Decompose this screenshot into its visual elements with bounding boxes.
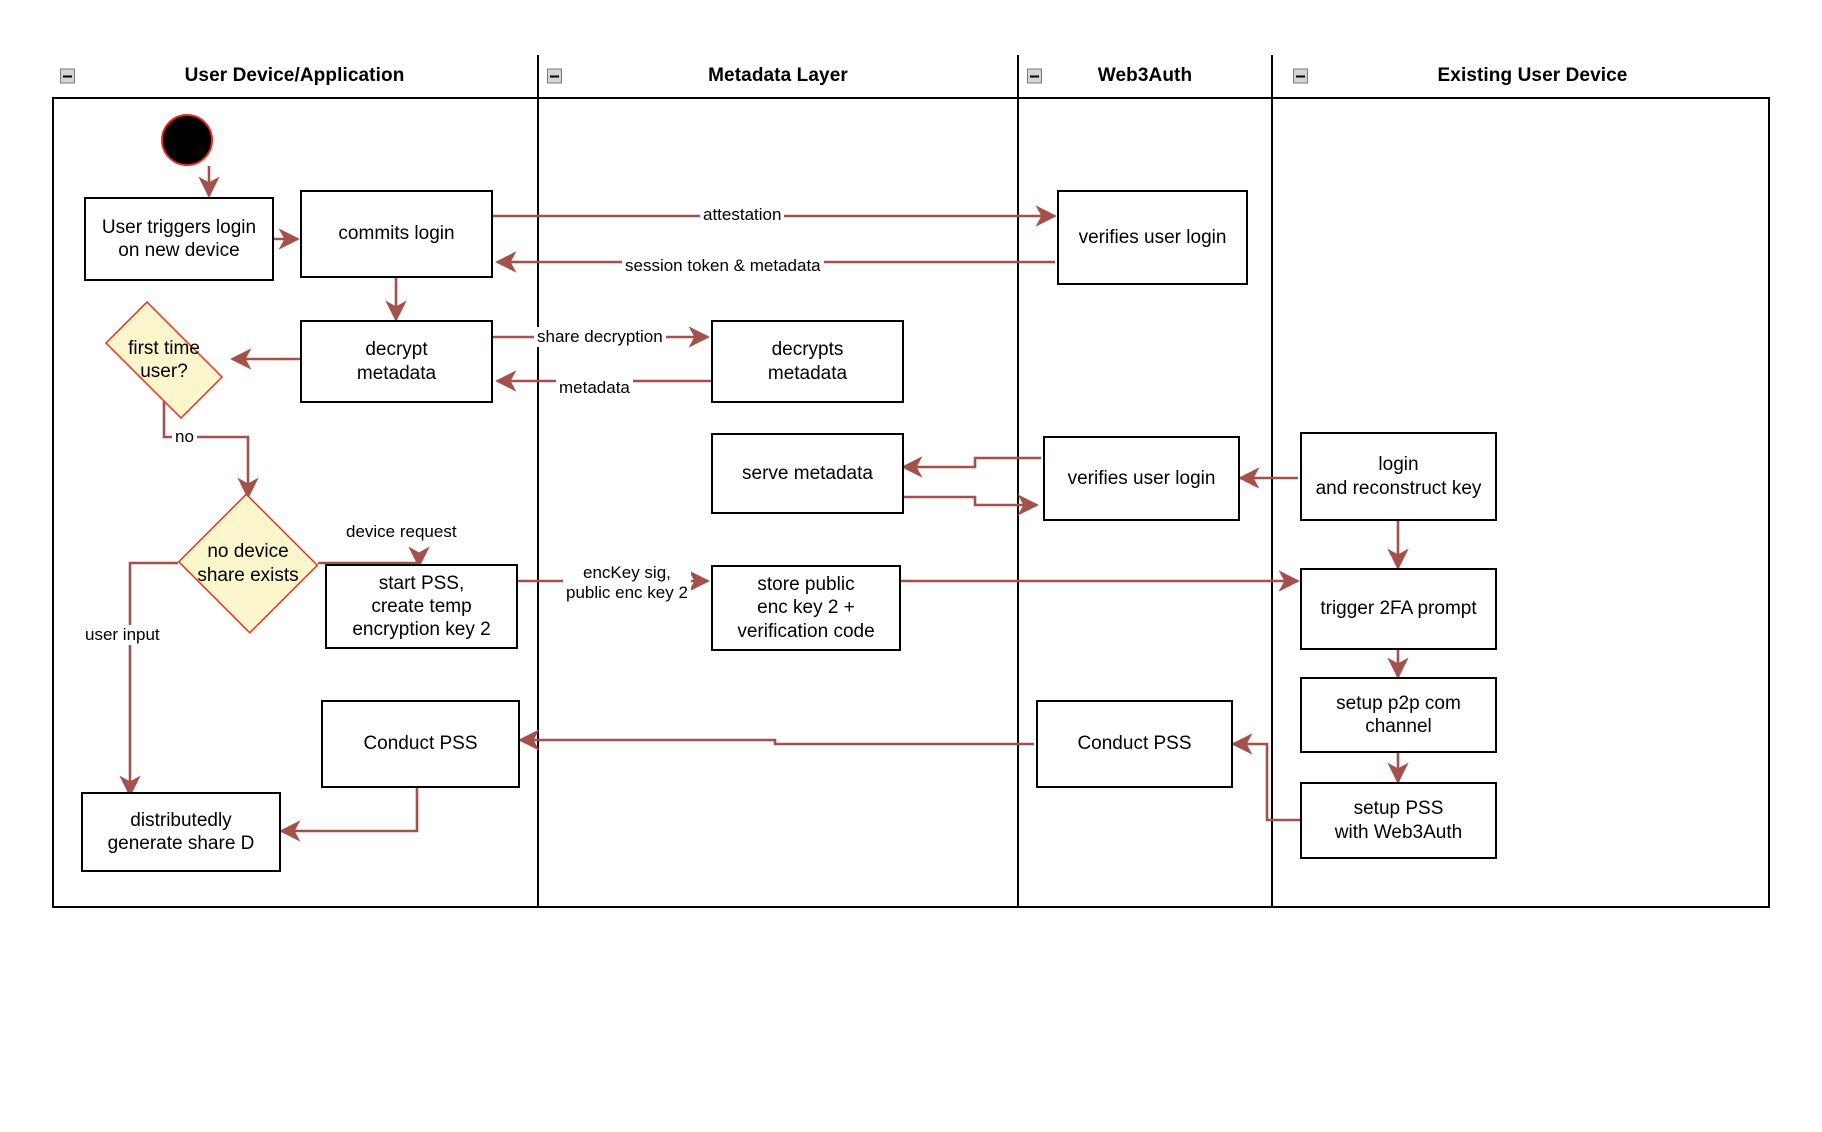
node-decrypts-metadata[interactable]: decrypts metadata	[711, 320, 904, 403]
node-no-device-share-exists[interactable]: no device share exists	[176, 493, 320, 634]
node-label: first time user?	[128, 337, 200, 382]
swimlane-user-device[interactable]: User Device/Application	[52, 55, 537, 908]
edge-label-share-decryption: share decryption	[534, 327, 666, 348]
node-verifies-user-login-1[interactable]: verifies user login	[1057, 190, 1248, 285]
node-store-public-enc-key-2[interactable]: store public enc key 2 + verification co…	[711, 565, 901, 651]
minus-box-icon[interactable]	[547, 68, 562, 84]
minus-box-icon[interactable]	[1293, 68, 1308, 84]
node-decrypt-metadata[interactable]: decrypt metadata	[300, 320, 493, 403]
node-label: decrypt metadata	[356, 339, 437, 384]
node-label: commits login	[338, 223, 455, 245]
node-label: no device share exists	[197, 541, 299, 586]
edge-label-enckey-sig: encKey sig, public enc key 2	[563, 563, 691, 604]
swimlane-header-existing-user-device: Existing User Device	[1273, 55, 1770, 99]
node-verifies-user-login-2[interactable]: verifies user login	[1043, 436, 1240, 521]
edge-label-attestation: attestation	[700, 205, 785, 226]
node-conduct-pss-web3auth[interactable]: Conduct PSS	[1036, 700, 1233, 788]
edge-label-no: no	[172, 427, 197, 448]
swimlane-title: User Device/Application	[184, 65, 405, 86]
node-label: distributedly generate share D	[107, 809, 255, 854]
node-label: login and reconstruct key	[1315, 454, 1482, 499]
node-label: serve metadata	[742, 462, 873, 484]
edge-label-user-input: user input	[82, 625, 163, 646]
node-label: trigger 2FA prompt	[1320, 598, 1477, 620]
swimlane-existing-user-device[interactable]: Existing User Device	[1271, 55, 1770, 908]
node-user-triggers-login[interactable]: User triggers login on new device	[84, 197, 274, 281]
swimlane-title: Metadata Layer	[708, 65, 848, 86]
swimlane-metadata-layer[interactable]: Metadata Layer	[537, 55, 1017, 908]
node-label: User triggers login on new device	[101, 216, 257, 261]
edge-label-session-token-metadata: session token & metadata	[622, 256, 824, 277]
node-distributedly-generate-share-d[interactable]: distributedly generate share D	[81, 792, 281, 872]
node-label: Conduct PSS	[1077, 733, 1192, 755]
swimlane-web3auth[interactable]: Web3Auth	[1017, 55, 1271, 908]
node-setup-p2p-com-channel[interactable]: setup p2p com channel	[1300, 677, 1497, 753]
node-label: setup PSS with Web3Auth	[1334, 798, 1463, 843]
minus-box-icon[interactable]	[1027, 68, 1042, 84]
node-label: start PSS, create temp encryption key 2	[352, 572, 491, 641]
node-login-and-reconstruct-key[interactable]: login and reconstruct key	[1300, 432, 1497, 521]
minus-box-icon[interactable]	[60, 68, 75, 84]
swimlane-title: Existing User Device	[1437, 65, 1628, 86]
node-start-pss-create-temp-key[interactable]: start PSS, create temp encryption key 2	[325, 564, 518, 649]
edge-label-metadata: metadata	[556, 378, 633, 399]
node-first-time-user[interactable]: first time user?	[88, 300, 240, 420]
node-label: decrypts metadata	[767, 339, 848, 384]
node-serve-metadata[interactable]: serve metadata	[711, 433, 904, 514]
swimlane-header-web3auth: Web3Auth	[1019, 55, 1271, 99]
swimlane-header-metadata-layer: Metadata Layer	[539, 55, 1017, 99]
node-label: store public enc key 2 + verification co…	[737, 574, 875, 642]
node-label: verifies user login	[1078, 226, 1227, 248]
swimlane-header-user-device: User Device/Application	[52, 55, 537, 99]
edge-label-device-request: device request	[343, 522, 460, 543]
node-trigger-2fa-prompt[interactable]: trigger 2FA prompt	[1300, 568, 1497, 650]
node-conduct-pss-user-device[interactable]: Conduct PSS	[321, 700, 520, 788]
node-commits-login[interactable]: commits login	[300, 190, 493, 278]
node-label: setup p2p com channel	[1336, 692, 1461, 737]
start-node	[161, 114, 213, 166]
node-label: verifies user login	[1067, 467, 1216, 489]
node-setup-pss-with-web3auth[interactable]: setup PSS with Web3Auth	[1300, 782, 1497, 859]
swimlane-title: Web3Auth	[1097, 65, 1193, 86]
node-label: Conduct PSS	[363, 733, 478, 755]
